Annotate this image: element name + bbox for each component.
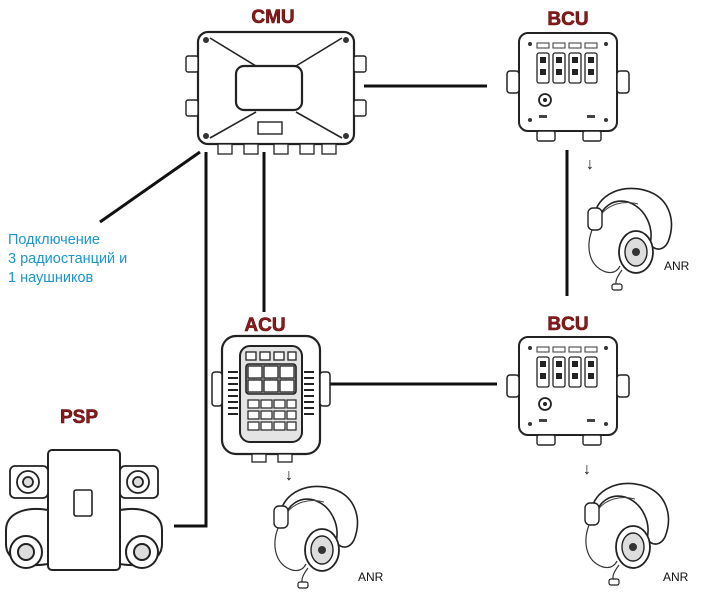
bcu-top-label: BCU	[547, 9, 588, 30]
headset-label: ANR	[358, 570, 384, 584]
bcu-top-unit	[506, 32, 630, 142]
wire-cmu-psp	[174, 152, 208, 528]
headset-icon	[273, 485, 359, 589]
psp-connector-bottom-right	[119, 508, 163, 569]
psp-connector-top-right	[119, 465, 159, 499]
arrow-bcu-top-to-headset: ↓	[586, 156, 594, 173]
wire-cmu-radios	[99, 150, 201, 224]
headset-icon	[584, 482, 670, 586]
cmu-label: CMU	[251, 7, 294, 28]
bcu-bottom-unit	[506, 336, 630, 446]
cmu-unit	[185, 30, 367, 155]
connection-annotation: Подключение 3 радиостанций и 1 наушников	[8, 231, 168, 288]
annotation-line: 1 наушников	[8, 270, 94, 286]
headset-label: ANR	[663, 570, 689, 584]
acu-label: ACU	[244, 315, 285, 336]
arrow-bcu-bottom-to-headset: ↓	[583, 461, 591, 478]
psp-connector-top-left	[9, 465, 49, 499]
bcu-bottom-label: BCU	[547, 314, 588, 335]
wire-lines	[99, 84, 569, 528]
psp-connector-bottom-left	[5, 508, 49, 569]
headset-icon	[587, 187, 673, 291]
headset-label: ANR	[664, 259, 690, 273]
annotation-line: Подключение	[8, 232, 100, 248]
psp-unit	[5, 449, 163, 571]
annotation-line: 3 радиостанций и	[8, 251, 128, 267]
arrow-acu-to-headset: ↓	[285, 467, 293, 484]
psp-label: PSP	[60, 407, 98, 428]
acu-unit	[211, 334, 331, 463]
